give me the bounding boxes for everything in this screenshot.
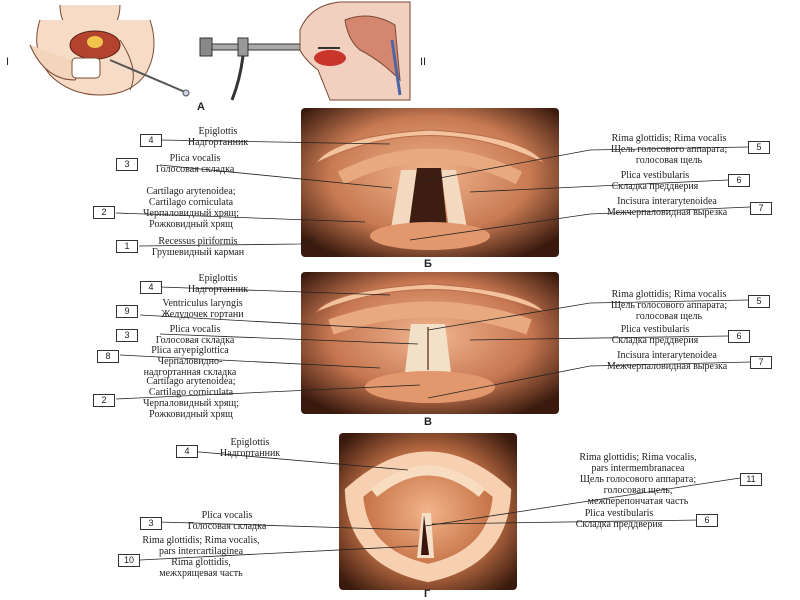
label-b-cartilago: Cartilago arytenoidea;Cartilago cornicul… <box>143 186 239 230</box>
label-number-g4: 4 <box>176 445 198 458</box>
label-number-v4: 4 <box>140 281 162 294</box>
sagittal-head-drawing <box>299 1 411 101</box>
label-number-g3: 3 <box>140 517 162 530</box>
face-drawing <box>29 4 190 97</box>
laryngoscope-drawing <box>199 37 303 101</box>
panel-letter-a: А <box>197 101 205 113</box>
label-number-v9: 9 <box>116 305 138 318</box>
label-v-cartilago: Cartilago arytenoidea;Cartilago cornicul… <box>143 376 239 420</box>
label-number-g10: 10 <box>118 554 140 567</box>
label-number-b2: 2 <box>93 206 115 219</box>
roman-label-left: I <box>6 56 10 68</box>
label-number-b1: 1 <box>116 240 138 253</box>
label-number-b4: 4 <box>140 134 162 147</box>
label-g-pars-intercartilaginea: Rima glottidis; Rima vocalis,pars interc… <box>142 535 260 579</box>
label-number-v6: 6 <box>728 330 750 343</box>
label-number-v2: 2 <box>93 394 115 407</box>
label-number-v8: 8 <box>97 350 119 363</box>
label-number-b7: 7 <box>750 202 772 215</box>
label-number-v3: 3 <box>116 329 138 342</box>
panel-letter-g: Г <box>424 588 431 600</box>
laryngoscopy-photo-g <box>339 433 517 590</box>
laryngoscopy-photo-b <box>301 108 559 257</box>
laryngoscopy-photo-v <box>301 272 559 414</box>
label-number-g6: 6 <box>696 514 718 527</box>
panel-letter-b: Б <box>424 258 432 270</box>
label-number-b3: 3 <box>116 158 138 171</box>
panel-letter-v: В <box>424 416 432 428</box>
label-number-g11: 11 <box>740 473 762 486</box>
label-g-pars-intermembranacea: Rima glottidis; Rima vocalis,pars interm… <box>579 452 697 507</box>
roman-label-right: II <box>420 56 427 68</box>
label-number-v5: 5 <box>748 295 770 308</box>
label-number-v7: 7 <box>750 356 772 369</box>
label-number-b5: 5 <box>748 141 770 154</box>
label-number-b6: 6 <box>728 174 750 187</box>
